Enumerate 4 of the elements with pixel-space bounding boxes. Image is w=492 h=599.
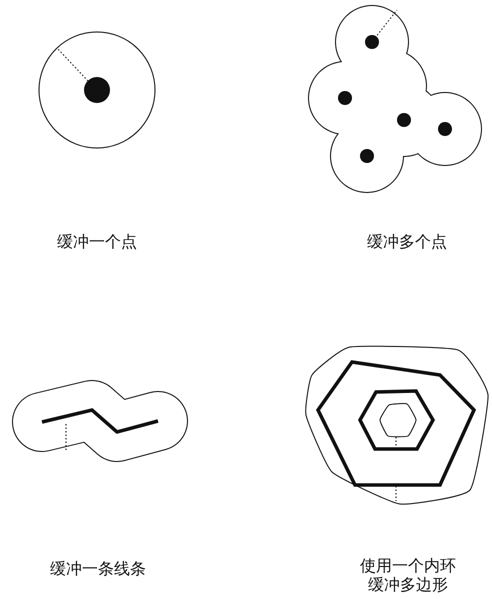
polygon-buffer-caption: 使用一个内环缓冲多边形	[359, 557, 457, 595]
line-buffer-caption: 缓冲一条线条	[49, 560, 147, 579]
point-buffer-caption: 缓冲一个点	[56, 233, 138, 252]
multi-point-buffer-caption: 缓冲多个点	[366, 233, 448, 252]
